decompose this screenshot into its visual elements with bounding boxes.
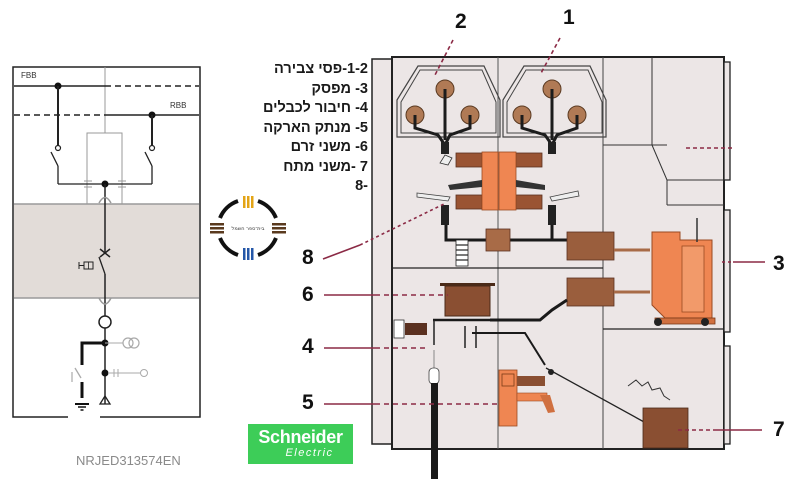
withdrawable-breaker-contacts xyxy=(416,151,580,211)
circuit-breaker xyxy=(651,218,716,326)
cabinet-side-panel xyxy=(371,58,395,445)
leader-lines xyxy=(322,37,765,431)
callout-1: 1 xyxy=(563,6,575,29)
door-bottom xyxy=(723,345,731,445)
logo-line1: Schneider xyxy=(258,427,343,447)
earthing-switch xyxy=(498,369,555,427)
single-line-schematic: FBB RBB xyxy=(12,66,201,422)
component-legend: 1-2-פסי צבירה 3- מפסק 4- חיבור לכבלים 5-… xyxy=(218,60,368,197)
callout-5: 5 xyxy=(302,391,314,414)
leader-8 xyxy=(322,244,361,260)
voltage-transformer xyxy=(642,407,689,449)
legend-item-cable-connection: 4- חיבור לכבלים xyxy=(262,100,368,116)
breaker-contact-lower xyxy=(566,277,615,307)
callout-8: 8 xyxy=(302,246,314,269)
busbar-compartment-1 xyxy=(502,65,607,138)
fbb-label: FBB xyxy=(21,71,37,80)
earthing-switch-symbol xyxy=(74,367,82,379)
power-cable xyxy=(431,383,438,479)
current-transformer xyxy=(444,285,491,317)
legend-item-voltage-transformer: 7 -משני מתח xyxy=(283,158,368,175)
legend-item-busbars: 1-2-פסי צבירה xyxy=(274,61,368,77)
switchgear-cabinet xyxy=(371,56,731,479)
document-code: NRJED313574EN xyxy=(76,453,181,468)
logo-line2: Electric xyxy=(285,447,334,459)
legend-item-earthing-switch: 5- מנתק הארקה xyxy=(263,119,368,136)
breaker-contact-upper xyxy=(566,231,615,261)
legend-item-8: -8 xyxy=(355,178,368,194)
schneider-electric-logo: Schneider Electric xyxy=(248,424,353,464)
callout-4: 4 xyxy=(302,335,314,358)
rbb-label: RBB xyxy=(170,101,186,110)
cable-connection-bushing xyxy=(405,323,427,335)
callout-6: 6 xyxy=(302,283,314,306)
badge-bottom-bars xyxy=(243,248,254,260)
door-top xyxy=(723,61,731,181)
school-badge: בית־ספר חשמל xyxy=(210,196,286,260)
legend-item-breaker: 3- מפסק xyxy=(311,80,368,97)
badge-top-bars xyxy=(243,196,254,208)
callout-7: 7 xyxy=(773,418,785,441)
cable-terminal-icon xyxy=(98,394,112,405)
callout-3: 3 xyxy=(773,252,785,275)
door-middle xyxy=(723,209,731,333)
callout-2: 2 xyxy=(455,10,467,33)
badge-text: בית־ספר חשמל xyxy=(232,226,265,232)
legend-item-current-transformer: 6- משני זרם xyxy=(290,139,368,155)
busbar-compartment-2 xyxy=(396,65,501,138)
leader-1 xyxy=(539,37,561,76)
